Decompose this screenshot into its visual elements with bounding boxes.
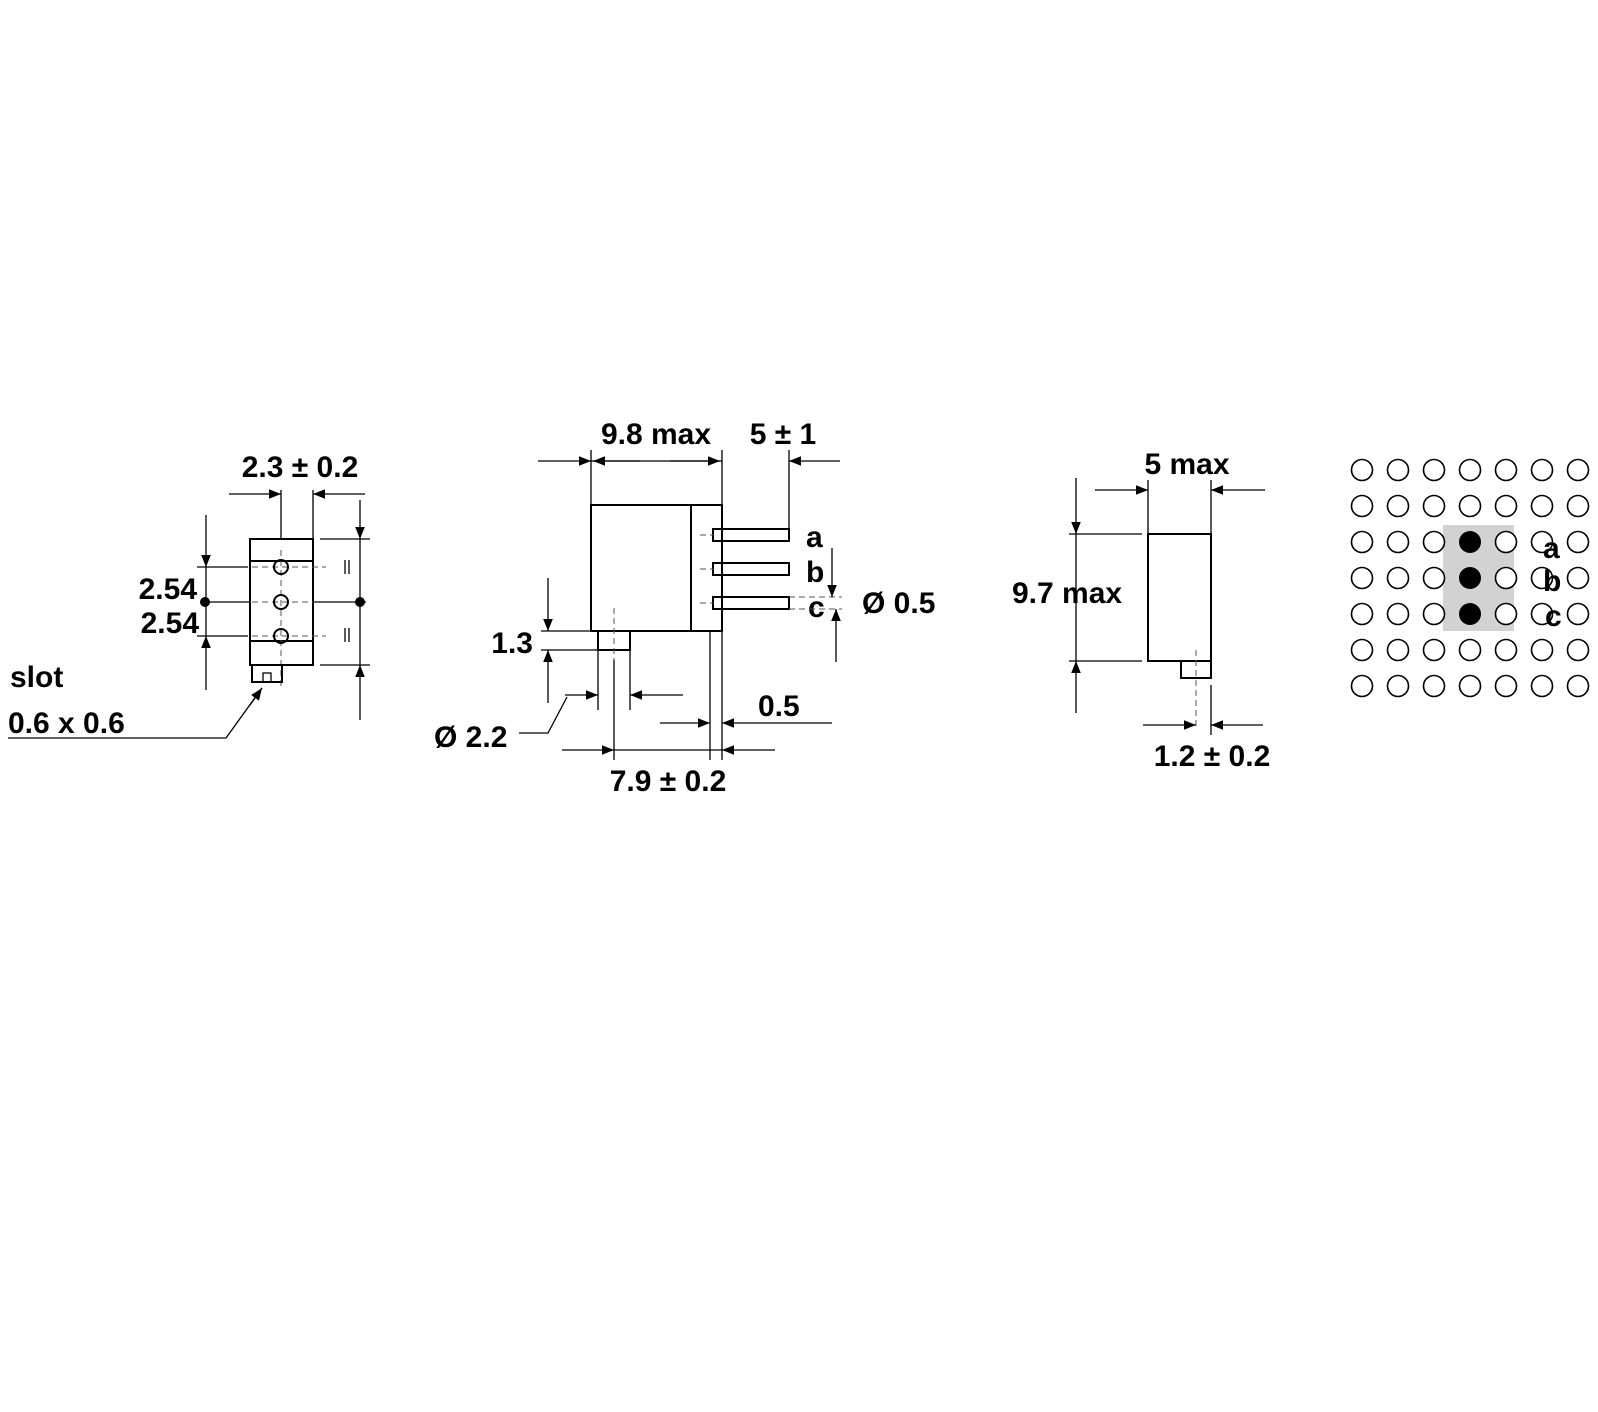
footprint-hole — [1494, 638, 1518, 662]
side-lead-diam-label: Ø 0.5 — [862, 587, 935, 620]
footprint-pad-filled — [1459, 603, 1481, 625]
footprint-hole — [1530, 674, 1554, 698]
footprint-hole — [1566, 674, 1590, 698]
footprint-hole — [1350, 602, 1374, 626]
side-shaft-height-label: 1.3 — [491, 627, 533, 660]
front-view: 2.3 ± 0.2 2.54 2.54 slot 0.6 x 0.6 — [8, 451, 370, 740]
footprint-hole — [1386, 674, 1410, 698]
side-terminal-c: c — [808, 591, 825, 624]
front-pitch-label-upper: 2.54 — [139, 573, 198, 606]
footprint-hole — [1422, 602, 1446, 626]
front-pin-c — [273, 628, 289, 644]
footprint-hole — [1350, 494, 1374, 518]
footprint-hole — [1458, 638, 1482, 662]
front-pin-a — [273, 559, 289, 575]
footprint-hole — [1386, 494, 1410, 518]
end-width-label: 5 max — [1144, 448, 1229, 481]
side-view: a b c 9.8 max 5 ± 1 Ø 0.5 1.3 Ø 2.2 — [434, 418, 935, 798]
footprint-hole — [1494, 458, 1518, 482]
side-shaft-diam-label: Ø 2.2 — [434, 721, 507, 754]
footprint-hole — [1566, 530, 1590, 554]
side-lead-length-label: 5 ± 1 — [750, 418, 817, 451]
front-slot-leader-arrow — [249, 687, 263, 706]
footprint-hole — [1422, 530, 1446, 554]
footprint-pad-filled — [1459, 531, 1481, 553]
footprint-hole — [1386, 458, 1410, 482]
side-lead-b — [712, 562, 790, 576]
footprint-hole — [1530, 602, 1554, 626]
footprint-hole — [1566, 566, 1590, 590]
front-pitch-label-lower: 2.54 — [141, 607, 200, 640]
footprint-hole — [1386, 530, 1410, 554]
footprint-hole — [1386, 638, 1410, 662]
footprint-hole — [1422, 494, 1446, 518]
front-pitch-dot-left — [200, 597, 210, 607]
footprint-hole — [1566, 602, 1590, 626]
side-lead-c — [712, 596, 790, 610]
end-offset-label: 1.2 ± 0.2 — [1154, 740, 1271, 773]
footprint-hole — [1494, 566, 1518, 590]
side-terminal-b: b — [806, 556, 824, 589]
footprint-hole — [1494, 530, 1518, 554]
footprint-terminal-c: c — [1545, 600, 1562, 633]
footprint-hole — [1530, 494, 1554, 518]
side-length-label: 9.8 max — [601, 418, 711, 451]
footprint-hole — [1566, 458, 1590, 482]
footprint-hole — [1422, 674, 1446, 698]
front-slot-size-label: 0.6 x 0.6 — [8, 707, 125, 740]
front-pin-b — [273, 594, 289, 610]
footprint-hole — [1422, 566, 1446, 590]
footprint-hole — [1530, 530, 1554, 554]
footprint-hole — [1350, 638, 1374, 662]
footprint-hole — [1566, 494, 1590, 518]
footprint-pad-filled — [1459, 567, 1481, 589]
end-view: 5 max 9.7 max 1.2 ± 0.2 — [1012, 448, 1270, 773]
footprint-hole — [1386, 602, 1410, 626]
footprint-hole — [1458, 458, 1482, 482]
footprint-hole — [1494, 674, 1518, 698]
footprint-hole — [1350, 674, 1374, 698]
side-offset-label: 0.5 — [758, 690, 800, 723]
end-body-outline — [1147, 533, 1212, 662]
footprint-hole — [1350, 458, 1374, 482]
footprint-hole — [1422, 638, 1446, 662]
side-lead-a — [712, 528, 790, 542]
footprint-hole — [1386, 566, 1410, 590]
footprint-hole — [1530, 458, 1554, 482]
front-slot — [262, 672, 272, 683]
footprint-hole — [1494, 602, 1518, 626]
front-height-dot-right — [355, 597, 365, 607]
footprint-hole — [1458, 674, 1482, 698]
footprint-hole — [1350, 530, 1374, 554]
footprint-hole — [1530, 566, 1554, 590]
side-shaft-diam-leader — [519, 696, 568, 734]
end-height-label: 9.7 max — [1012, 577, 1122, 610]
footprint-terminal-b: b — [1543, 565, 1561, 598]
pcb-footprint-grid: abc — [1350, 458, 1590, 698]
footprint-hole — [1566, 638, 1590, 662]
footprint-terminal-a: a — [1543, 532, 1560, 565]
footprint-hole — [1530, 638, 1554, 662]
front-slot-label: slot — [10, 661, 63, 694]
footprint-hole — [1350, 566, 1374, 590]
side-shaftpos-label: 7.9 ± 0.2 — [610, 765, 727, 798]
footprint-hole — [1458, 494, 1482, 518]
front-width-label: 2.3 ± 0.2 — [242, 451, 359, 484]
footprint-hole — [1422, 458, 1446, 482]
footprint-hole — [1494, 494, 1518, 518]
side-body-outline — [590, 504, 723, 632]
side-terminal-a: a — [806, 521, 823, 554]
